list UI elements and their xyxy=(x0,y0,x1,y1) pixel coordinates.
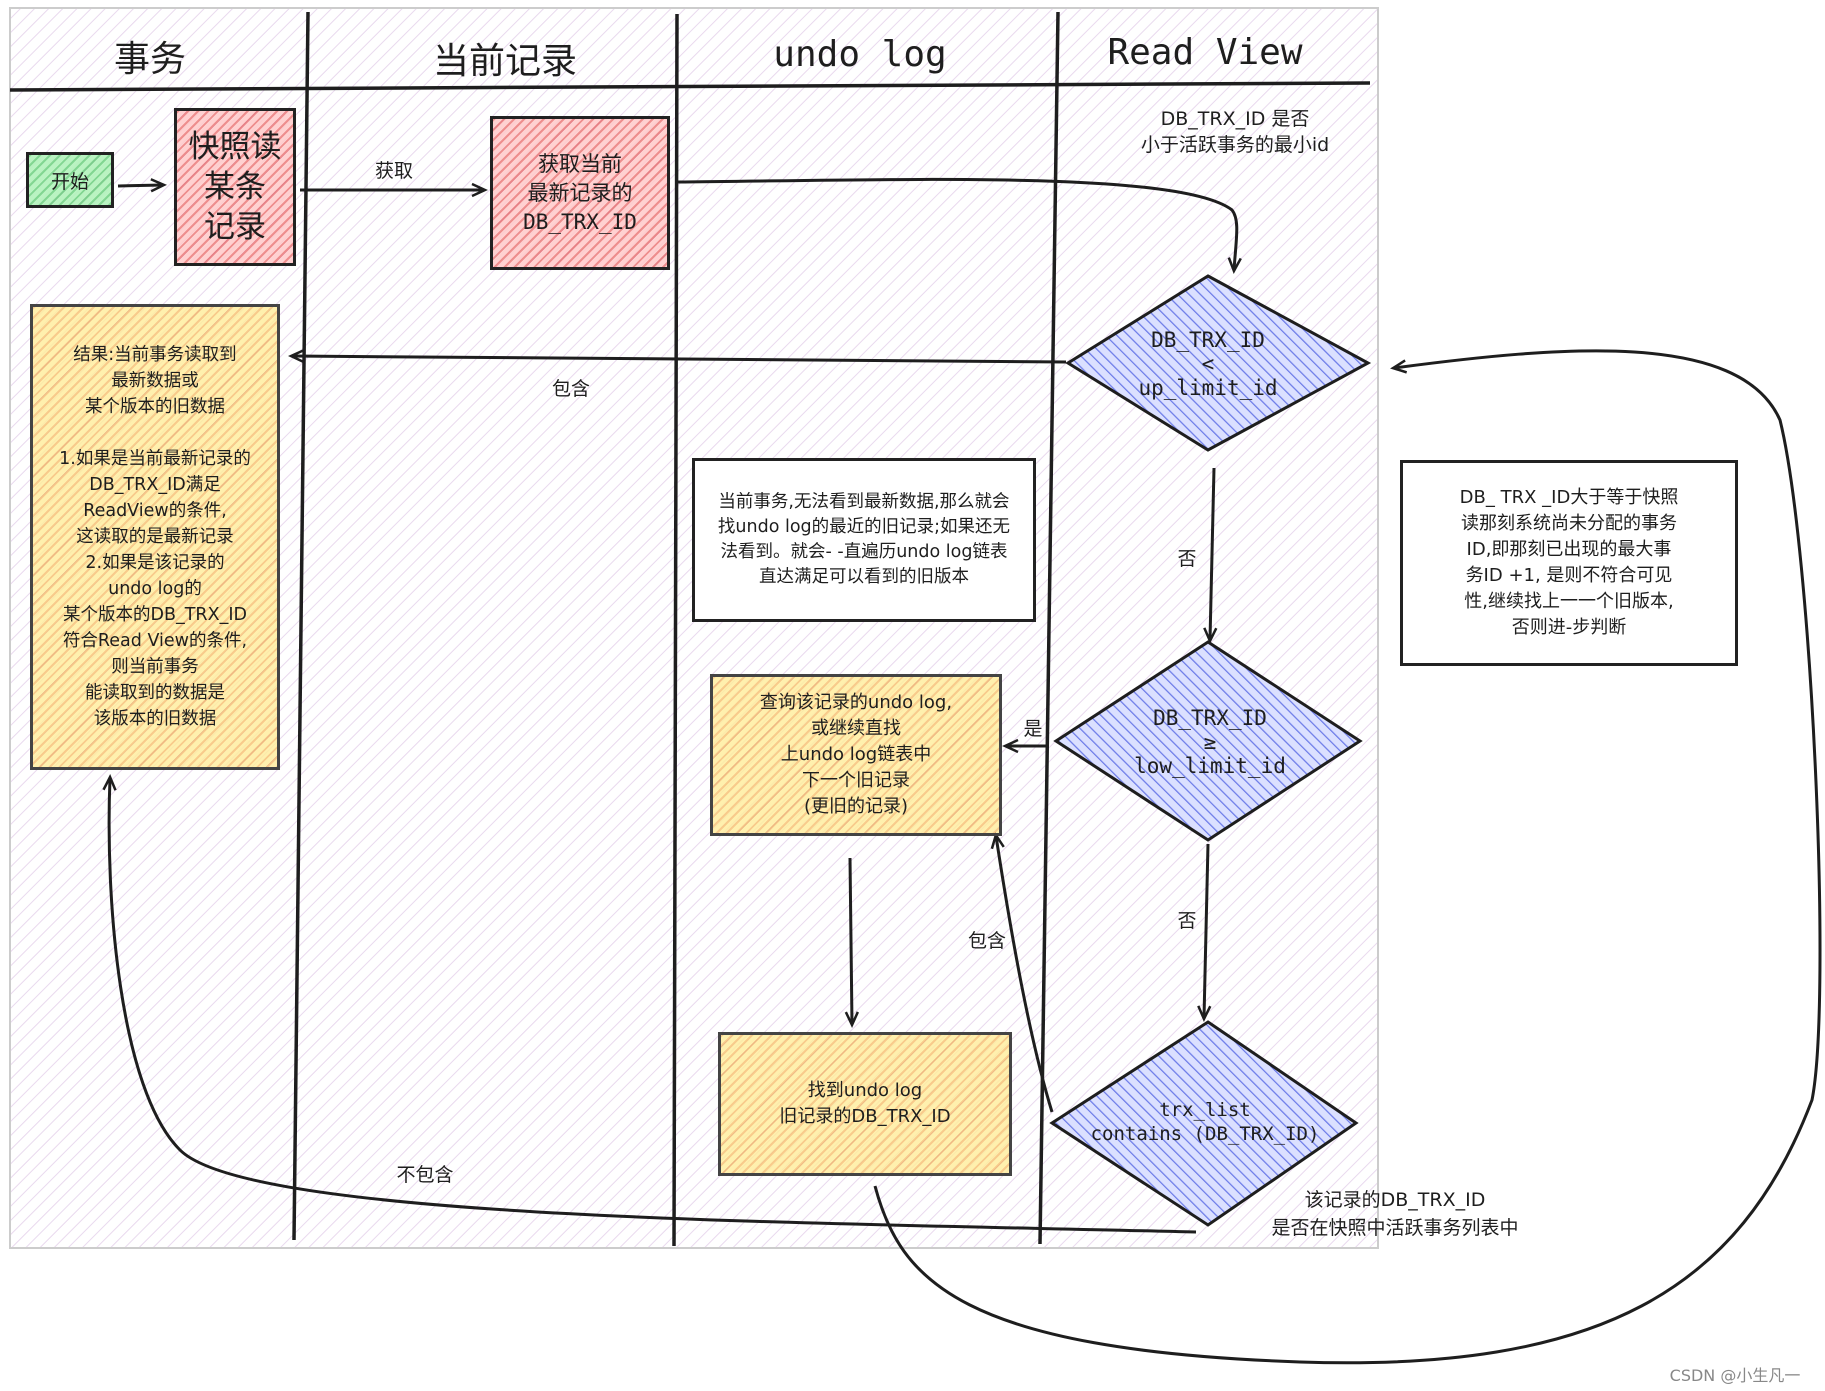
diamond-trx-list[interactable] xyxy=(1049,1020,1359,1227)
arrow-find-loop-to-d1 xyxy=(873,349,1822,1365)
arrow-d3-to-query xyxy=(990,832,1054,1113)
diamond-low-limit[interactable] xyxy=(1053,640,1363,842)
label-d3-question: 该记录的DB_TRX_ID 是否在快照中活跃事务列表中 xyxy=(1271,1189,1519,1239)
lane-title-current-record: 当前记录 xyxy=(432,41,577,82)
label-d1-question: DB_TRX_ID 是否 小于活跃事务的最小id xyxy=(1140,108,1330,156)
label-no-2: 否 xyxy=(1177,910,1197,932)
watermark: CSDN @小生凡一 xyxy=(1669,1366,1801,1385)
diamond-low-limit-label: DB_TRX_ID ≥ low_limit_id xyxy=(1134,706,1286,778)
label-not-contains: 不包含 xyxy=(396,1164,454,1186)
snapshot-read-node[interactable]: 快照读 某条 记录 xyxy=(174,108,296,266)
arrow-latest-to-d1 xyxy=(676,177,1242,274)
arrow-query-to-find xyxy=(844,857,859,1028)
label-fetch: 获取 xyxy=(374,160,413,182)
find-undo-node[interactable]: 找到undo log 旧记录的DB_TRX_ID xyxy=(718,1032,1012,1176)
start-node[interactable]: 开始 xyxy=(26,152,114,208)
arrow-d1-to-d2 xyxy=(1203,467,1218,644)
arrow-start-to-snapshot xyxy=(117,178,167,193)
diamond-up-limit-label: DB_TRX_ID < up_limit_id xyxy=(1138,328,1278,400)
get-latest-record-node[interactable]: 获取当前 最新记录的 DB_TRX_ID xyxy=(490,116,670,270)
label-yes: 是 xyxy=(1023,718,1043,740)
lane-divider-2 xyxy=(672,13,679,1247)
lane-title-read-view: Read View xyxy=(1107,32,1303,73)
lane-title-undo-log: undo log xyxy=(773,34,947,75)
lane-title-transaction: 事务 xyxy=(113,39,186,80)
undo-note-box[interactable]: 当前事务,无法看到最新数据,那么就会 找undo log的最近的旧记录;如果还无… xyxy=(692,458,1036,622)
lane-divider-3 xyxy=(1038,11,1060,1245)
lane-divider-1 xyxy=(292,11,310,1241)
diamond-trx-list-label: trx_list contains (DB_TRX_ID) xyxy=(1090,1099,1320,1145)
label-contains-1: 包含 xyxy=(551,378,590,400)
arrow-d1-to-result xyxy=(288,348,1067,364)
query-undo-node[interactable]: 查询该记录的undo log, 或继续直找 上undo log链表中 下一个旧记… xyxy=(710,674,1002,836)
diamond-up-limit[interactable] xyxy=(1065,274,1372,452)
header-divider xyxy=(9,81,1371,92)
result-node[interactable]: 结果:当前事务读取到 最新数据或 某个版本的旧数据 1.如果是当前最新记录的 D… xyxy=(30,304,280,770)
arrow-d3-to-result xyxy=(102,774,1197,1234)
label-contains-2: 包含 xyxy=(967,930,1006,952)
label-no-1: 否 xyxy=(1177,548,1197,570)
arrow-d2-to-d3 xyxy=(1197,843,1212,1022)
read-view-note-box[interactable]: DB_ TRX _ID大于等于快照 读那刻系统尚未分配的事务 ID,即那刻已出现… xyxy=(1400,460,1738,666)
